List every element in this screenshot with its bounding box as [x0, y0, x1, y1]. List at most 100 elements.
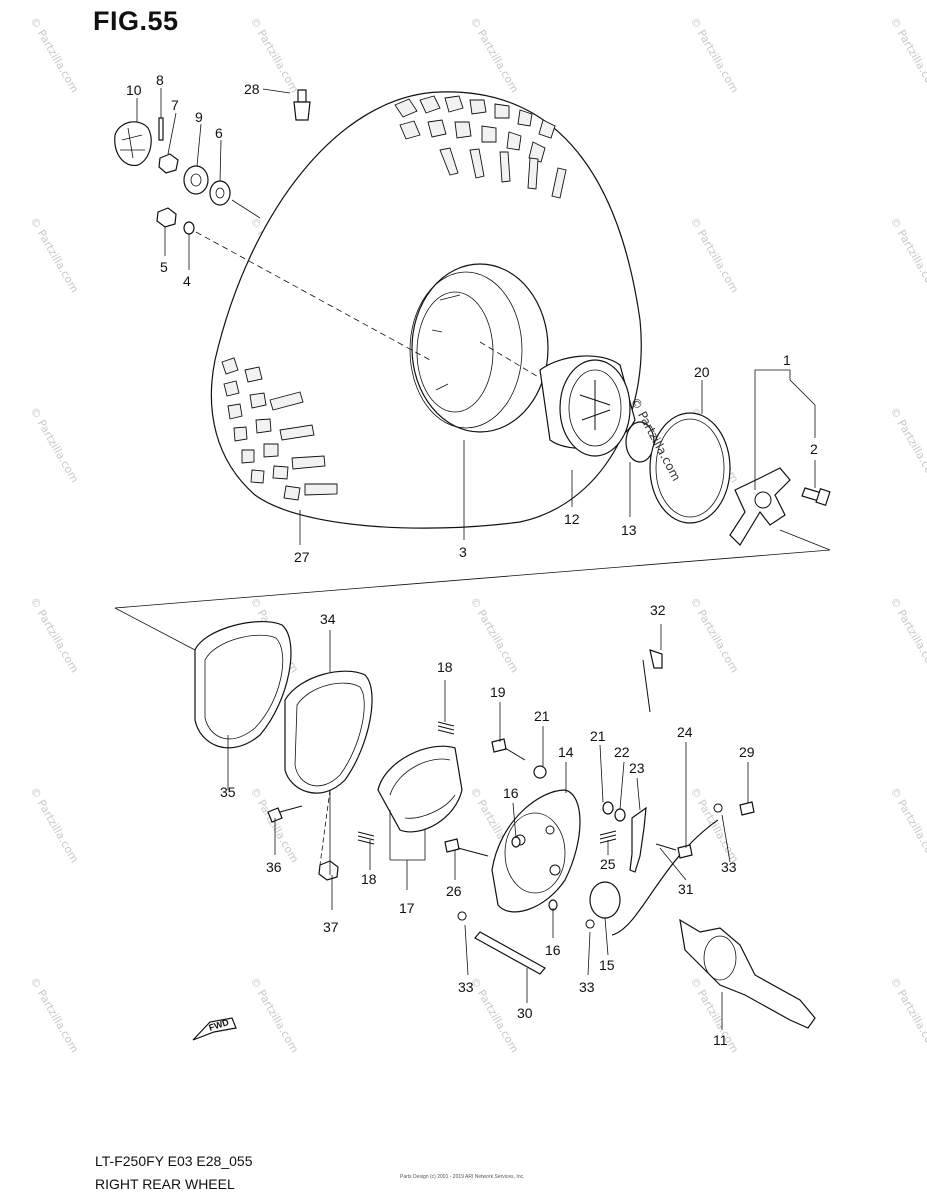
clip-33b: [457, 911, 467, 921]
washer-9[interactable]: [183, 165, 209, 195]
tile-watermark: © Partzilla.com: [887, 785, 927, 865]
callout-27: 27: [294, 549, 310, 565]
callout-31: 31: [678, 881, 694, 897]
wheel-hub[interactable]: [539, 355, 636, 457]
bolt-26-shank: [457, 847, 489, 857]
assembly-lines-top: [195, 199, 541, 379]
tile-watermark: © Partzilla.com: [887, 595, 927, 675]
cotter-16a: [511, 836, 521, 848]
brake-panel-14[interactable]: [491, 789, 581, 913]
callout-35: 35: [220, 784, 236, 800]
washer-4[interactable]: [183, 221, 195, 235]
washer-21a: [533, 765, 547, 779]
callout-4: 4: [183, 273, 191, 289]
clip-33a: [713, 803, 723, 813]
bolt-19-shank: [504, 747, 526, 761]
washer-21b: [602, 801, 614, 815]
valve-28[interactable]: [293, 89, 311, 121]
washer-6[interactable]: [209, 180, 231, 206]
callout-15: 15: [599, 957, 615, 973]
callout-34: 34: [320, 611, 336, 627]
hub-flange-1[interactable]: [729, 467, 791, 546]
callout-labels: 10 8 7 9 6 28 5 4 20 1 2 12 13 3 27 32 3…: [126, 72, 818, 1048]
callout-2: 2: [810, 441, 818, 457]
callout-8: 8: [156, 72, 164, 88]
callout-9: 9: [195, 109, 203, 125]
callout-32: 32: [650, 602, 666, 618]
brake-cable-31[interactable]: [611, 819, 719, 936]
callout-12: 12: [564, 511, 580, 527]
bolt-36-shank: [279, 805, 303, 813]
bolt-24: [677, 844, 693, 859]
callout-13: 13: [621, 522, 637, 538]
callout-29: 29: [739, 744, 755, 760]
callout-5: 5: [160, 259, 168, 275]
callout-11: 11: [713, 1032, 728, 1048]
callout-33c: 33: [579, 979, 595, 995]
callout-16b: 16: [545, 942, 561, 958]
seal-35[interactable]: [194, 621, 292, 749]
tile-watermark: © Partzilla.com: [687, 215, 741, 295]
callout-28: 28: [244, 81, 260, 97]
tire[interactable]: [210, 91, 642, 529]
callout-16a: 16: [503, 785, 519, 801]
tile-watermark: © Partzilla.com: [247, 975, 301, 1055]
tile-watermark: © Partzilla.com: [247, 785, 301, 865]
tile-watermark: © Partzilla.com: [27, 15, 81, 95]
washer-22: [614, 808, 626, 822]
tile-watermark: © Partzilla.com: [887, 15, 927, 95]
callout-33b: 33: [458, 979, 474, 995]
hub-cap-10[interactable]: [114, 121, 152, 166]
spring-18b: [357, 831, 375, 845]
brake-drum-34[interactable]: [284, 670, 373, 794]
tile-watermark: © Partzilla.com: [467, 595, 521, 675]
callout-6: 6: [215, 125, 223, 141]
bolt-29: [739, 801, 755, 816]
tile-watermark: © Partzilla.com: [27, 215, 81, 295]
tile-watermark: © Partzilla.com: [467, 15, 521, 95]
tile-watermark: © Partzilla.com: [687, 595, 741, 675]
fwd-arrow: FWD: [192, 1017, 237, 1041]
clip-33c: [585, 919, 595, 929]
tile-watermark: © Partzilla.com: [887, 975, 927, 1055]
callout-36: 36: [266, 859, 282, 875]
model-code: LT-F250FY E03 E28_055: [95, 1153, 253, 1169]
callout-23: 23: [629, 760, 645, 776]
callout-26: 26: [446, 883, 462, 899]
cover-15[interactable]: [589, 881, 621, 919]
callout-14: 14: [558, 744, 574, 760]
callout-7: 7: [171, 97, 179, 113]
callout-33a: 33: [721, 859, 737, 875]
callout-18b: 18: [361, 871, 377, 887]
callout-19: 19: [490, 684, 506, 700]
rear-axle-11[interactable]: [679, 918, 816, 1029]
tile-watermark: © Partzilla.com: [887, 215, 927, 295]
brake-cam-shaft-30[interactable]: [474, 931, 546, 975]
bolt-19: [491, 738, 507, 753]
brake-arm-23[interactable]: [629, 806, 647, 873]
cotter-pin-8[interactable]: [158, 117, 164, 141]
copyright-line: Parts Design (c) 2001 - 2019 ARI Network…: [400, 1174, 525, 1180]
tile-watermark: © Partzilla.com: [687, 785, 741, 865]
castle-nut-7[interactable]: [158, 153, 179, 174]
bolt-2[interactable]: [801, 487, 831, 506]
tile-watermark: © Partzilla.com: [467, 975, 521, 1055]
nut-5[interactable]: [156, 207, 177, 228]
callout-30: 30: [517, 1005, 533, 1021]
tile-watermark: © Partzilla.com: [27, 975, 81, 1055]
brake-shoes-17[interactable]: [377, 745, 463, 833]
leader-lines-bottom: [227, 624, 749, 1030]
ring-20[interactable]: [649, 412, 731, 524]
callout-17: 17: [399, 900, 415, 916]
bolt-36: [267, 807, 283, 823]
tire-tread-left: [221, 357, 338, 501]
wheel-rim[interactable]: [409, 263, 549, 433]
callout-10: 10: [126, 82, 142, 98]
callout-37: 37: [323, 919, 339, 935]
callout-25: 25: [600, 856, 616, 872]
figure-title: FIG.55: [93, 6, 179, 36]
callout-3: 3: [459, 544, 467, 560]
callout-24: 24: [677, 724, 693, 740]
bracket-32[interactable]: [642, 649, 663, 713]
